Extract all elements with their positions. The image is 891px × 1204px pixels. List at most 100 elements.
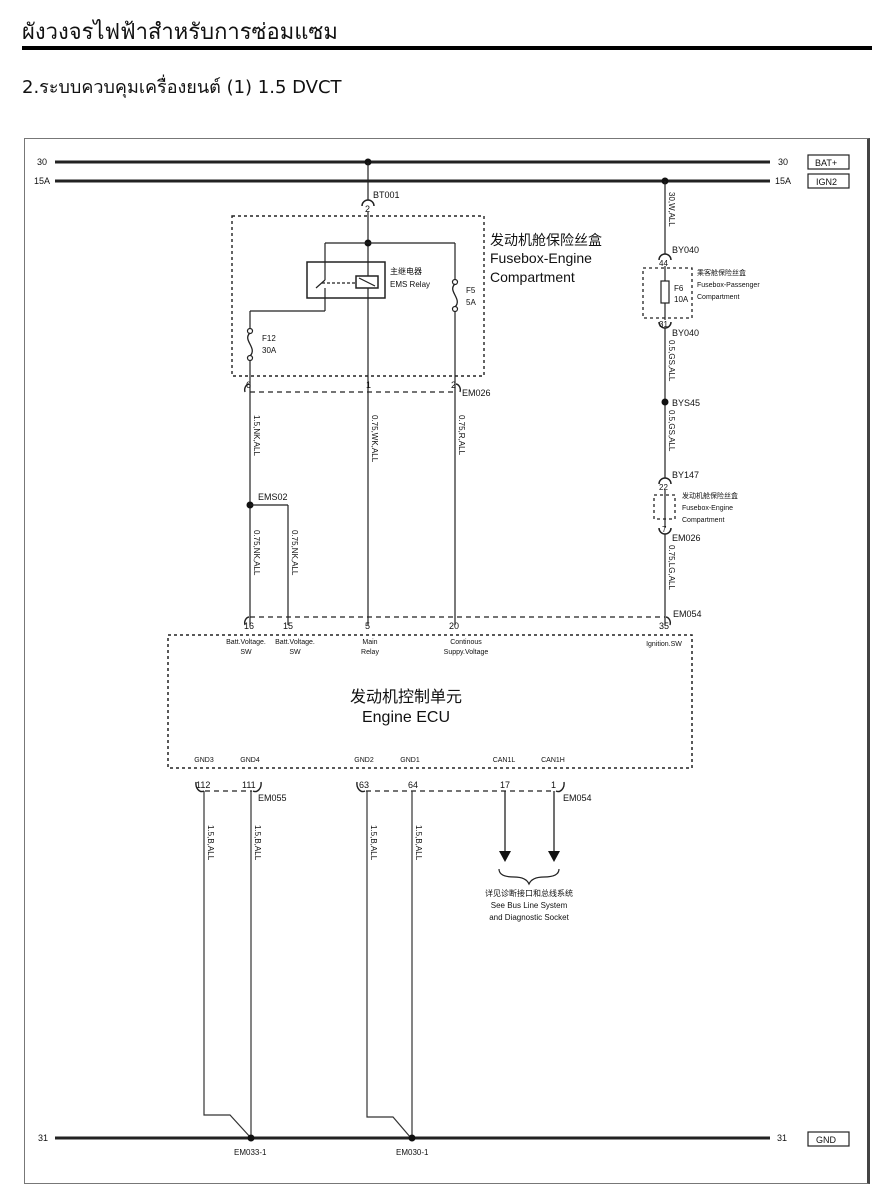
relay-switch-icon	[315, 279, 326, 289]
bat-tag: BAT+	[815, 158, 837, 168]
relay-label-cn: 主继电器	[390, 266, 422, 276]
em055-pin-111: 111	[242, 780, 256, 790]
wire-label: 1.5,B,ALL	[414, 825, 423, 861]
wire-label: 1.5,NK,ALL	[252, 415, 261, 456]
ecu-pin-label: Suppy.Voltage	[444, 649, 489, 656]
wire-label: 0.5,GS,ALL	[667, 340, 676, 382]
em026-pin-6: 6	[246, 380, 251, 390]
relay-label-en: EMS Relay	[390, 280, 430, 289]
ecu-pin-label: Ignition.SW	[646, 641, 682, 648]
fusebox-engine-small-label-cn: 发动机舱保险丝盒	[682, 491, 738, 500]
fusebox-engine-label-cn: 发动机舱保险丝盒	[490, 232, 602, 248]
ecu-pin-gnd2: GND2	[354, 757, 374, 764]
em054-pin-35: 35	[659, 621, 669, 631]
wire-label: 30,W,ALL	[667, 192, 676, 227]
ecu-pin-can1l: CAN1L	[493, 757, 516, 764]
wire-label: 0.5,GS,ALL	[667, 410, 676, 452]
connector-bt001-pin: 2	[365, 204, 370, 214]
em055-pin-112: 112	[196, 780, 210, 790]
fusebox-engine-label-en1: Fusebox-Engine	[490, 250, 592, 266]
fuse-f5-name: F5	[466, 286, 476, 295]
arrow-down-icon	[548, 851, 560, 862]
fusebox-engine-small-label-en1: Fusebox-Engine	[682, 505, 733, 512]
em054-pin-5: 5	[365, 621, 370, 631]
ign-tag: IGN2	[816, 177, 837, 187]
gnd-rail: 31 31 GND EM033-1 EM030-1	[38, 1131, 850, 1157]
wire-label: 1.5,B,ALL	[369, 825, 378, 861]
connector-em054-bottom-label: EM054	[563, 793, 592, 803]
ground-point-em033-dot	[247, 1134, 255, 1142]
diagram-frame	[24, 138, 870, 1184]
connector-by040-out-label: BY040	[672, 328, 699, 338]
em026-pin-1: 1	[366, 380, 371, 390]
ecu-pin-label: SW	[240, 649, 252, 656]
fuse-f6-name: F6	[674, 284, 684, 293]
ecu-pin-gnd4: GND4	[240, 757, 260, 764]
ecu-pin-label: Main	[362, 639, 377, 646]
em054-pin-16: 16	[244, 621, 254, 631]
connector-by040-in-label: BY040	[672, 245, 699, 255]
ems-relay: 主继电器 EMS Relay	[306, 261, 430, 311]
wire-label: 0.75,R,ALL	[457, 415, 466, 456]
title-divider	[22, 46, 872, 50]
relay-box	[306, 261, 386, 299]
ign-tag-box	[807, 173, 850, 189]
ecu-pin-label: Batt.Voltage.	[275, 639, 315, 646]
wire-label: 0.75,WK,ALL	[370, 415, 379, 463]
connector-by147-label: BY147	[672, 470, 699, 480]
em054-pin-63: 63	[359, 780, 369, 790]
connector-by040-symbol	[658, 253, 672, 261]
fuse-f12-rating: 30A	[262, 346, 277, 355]
fusebox-engine-label-en2: Compartment	[490, 269, 575, 285]
bat-rail: 30 30 BAT+	[37, 154, 850, 170]
bat-rail-left-label: 30	[37, 157, 47, 167]
em054-pin-15: 15	[283, 621, 293, 631]
fusebox-passenger-label-en1: Fusebox-Passenger	[697, 282, 760, 289]
connector-bt001-label: BT001	[373, 190, 400, 200]
wire-label: 1.5,B,ALL	[253, 825, 262, 861]
bus-note-cn: 详见诊断接口和总线系统	[485, 888, 573, 898]
brace-icon	[498, 868, 560, 886]
bat-tag-box	[807, 154, 850, 170]
ecu-pin-label: Continous	[450, 639, 482, 646]
arrow-down-icon	[499, 851, 511, 862]
splice-ems02-label: EMS02	[258, 492, 288, 502]
bus-note-en2: and Diagnostic Socket	[489, 913, 569, 922]
wire-label: 0.75,NK,ALL	[290, 530, 299, 576]
em026-pin-2: 2	[451, 380, 456, 390]
gnd-tag: GND	[816, 1135, 837, 1145]
section-title: 2.ระบบควบคุมเครื่องยนต์ (1) 1.5 DVCT	[22, 77, 342, 98]
ground-point-em030-label: EM030-1	[396, 1148, 429, 1157]
fusebox-engine-small-label-en2: Compartment	[682, 517, 724, 524]
ign-rail: 15A 15A IGN2	[34, 173, 850, 189]
engine-ecu-box	[167, 634, 693, 769]
ecu-pin-gnd3: GND3	[194, 757, 214, 764]
fuse-f6-rating: 10A	[674, 295, 689, 304]
wire-label: 0.75,NK,ALL	[252, 530, 261, 576]
fuse-f12-name: F12	[262, 334, 276, 343]
connector-by147-pin: 22	[659, 483, 668, 492]
gnd-rail-left-label: 31	[38, 1133, 48, 1143]
em054-pin-64: 64	[408, 780, 418, 790]
connector-em054-top-label: EM054	[673, 609, 702, 619]
ecu-pin-label: Batt.Voltage.	[226, 639, 266, 646]
connector-bt001-symbol	[361, 199, 375, 207]
ecu-pin-gnd1: GND1	[400, 757, 420, 764]
gnd-tag-box	[807, 1131, 850, 1147]
connector-em026-label: EM026	[462, 388, 491, 398]
fusebox-engine-box	[231, 215, 485, 377]
fusebox-passenger-box	[642, 267, 693, 319]
em054-pin-1: 1	[551, 780, 556, 790]
wire-label: 0.75,LG,ALL	[667, 545, 676, 590]
gnd-rail-right-label: 31	[777, 1133, 787, 1143]
ecu-title-cn: 发动机控制单元	[350, 688, 462, 706]
ign-rail-right-label: 15A	[775, 176, 791, 186]
connector-by040-out-pin: 31	[659, 320, 668, 329]
fusebox-passenger-label-en2: Compartment	[697, 294, 739, 301]
connector-em026-right-label: EM026	[672, 533, 701, 543]
wire-label: 1.5,B,ALL	[206, 825, 215, 861]
splice-bys45-label: BYS45	[672, 398, 700, 408]
can-bus-arrows	[498, 791, 560, 886]
connector-em026-right-pin: 7	[662, 525, 667, 534]
